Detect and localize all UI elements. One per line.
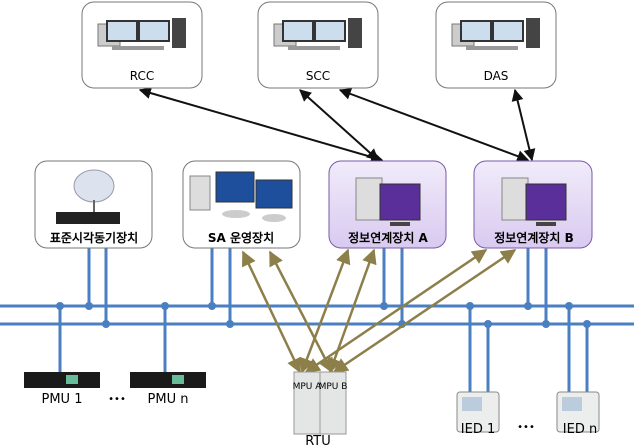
- svg-text:IED n: IED n: [563, 422, 597, 437]
- ied-1: IED 1: [456, 391, 500, 437]
- rtu: MPU A MPU B RTU: [293, 371, 348, 448]
- svg-text:MPU A: MPU A: [293, 382, 323, 392]
- ellipsis: •••: [517, 422, 535, 433]
- lan-bus: [0, 248, 634, 392]
- pmu-1: PMU 1: [24, 372, 100, 407]
- svg-text:PMU 1: PMU 1: [42, 392, 83, 407]
- ied-n: IED n: [556, 391, 600, 437]
- pmu-device-icon: [24, 372, 100, 388]
- satellite-dish-icon: [56, 169, 120, 224]
- mid-node-sa-operator: SA 운영장치: [182, 160, 301, 249]
- svg-text:정보연계장치 B: 정보연계장치 B: [494, 230, 574, 245]
- svg-text:RTU: RTU: [305, 434, 331, 448]
- svg-text:MPU B: MPU B: [319, 382, 348, 392]
- desktop-computers-icon: [189, 171, 293, 222]
- mid-node-time-sync: 표준시각동기장치: [34, 160, 153, 249]
- top-node-das: DAS: [435, 1, 557, 89]
- rtu-cabinet-icon: [293, 371, 347, 435]
- pmu-n: PMU n: [130, 372, 206, 407]
- svg-text:RCC: RCC: [130, 69, 155, 83]
- svg-text:SA 운영장치: SA 운영장치: [208, 230, 274, 245]
- svg-text:IED 1: IED 1: [461, 422, 495, 437]
- svg-text:정보연계장치 A: 정보연계장치 A: [348, 230, 428, 245]
- ellipsis: •••: [108, 394, 126, 405]
- svg-text:DAS: DAS: [484, 69, 509, 83]
- svg-text:PMU n: PMU n: [148, 392, 189, 407]
- top-node-rcc: RCC: [81, 1, 203, 89]
- pmu-device-icon: [130, 372, 206, 388]
- rtu-links: [241, 248, 517, 374]
- desktop-computer-icon: [501, 177, 567, 226]
- mid-node-gateway-b: 정보연계장치 B: [473, 160, 593, 249]
- svg-text:SCC: SCC: [306, 69, 330, 83]
- desktop-computer-icon: [355, 177, 421, 226]
- svg-text:표준시각동기장치: 표준시각동기장치: [50, 230, 138, 245]
- top-node-scc: SCC: [257, 1, 379, 89]
- mid-node-gateway-a: 정보연계장치 A: [328, 160, 447, 249]
- wan-links: [138, 87, 536, 163]
